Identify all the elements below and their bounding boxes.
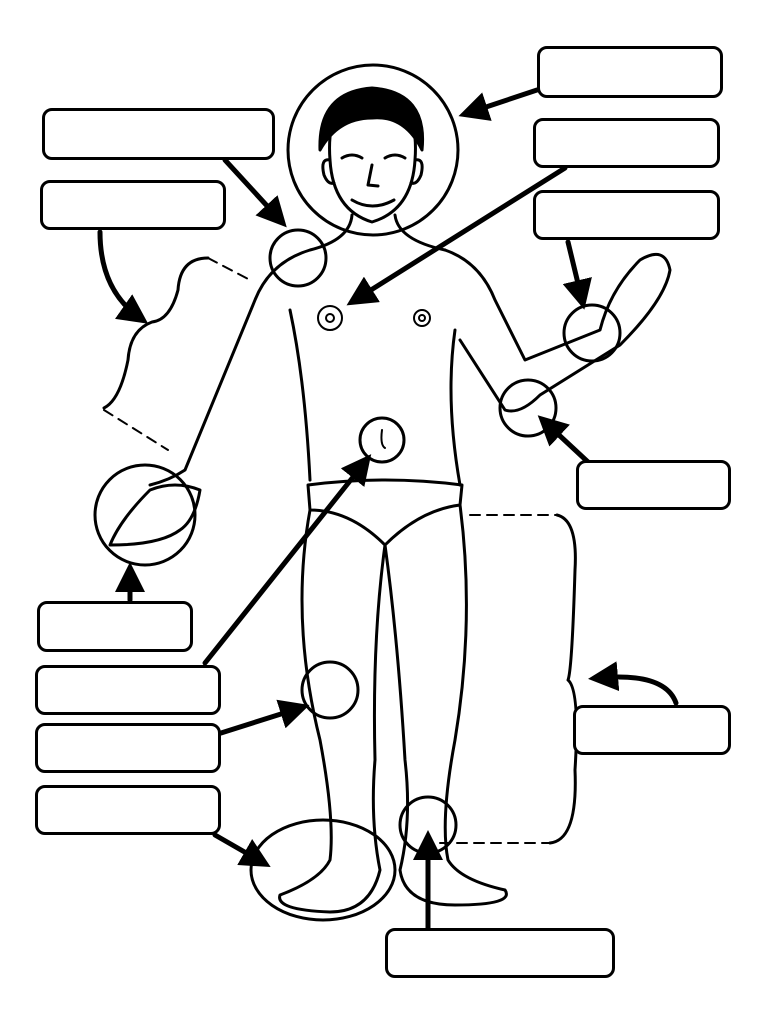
label-box-foot[interactable]: [35, 785, 221, 835]
label-box-leg[interactable]: [573, 705, 731, 755]
label-box-ankle[interactable]: [385, 928, 615, 978]
label-box-shoulder[interactable]: [42, 108, 275, 160]
arm-bracket: [102, 256, 210, 410]
elbow-circle: [498, 378, 558, 438]
hand-circle: [93, 463, 197, 567]
label-box-chest[interactable]: [533, 118, 720, 168]
head: [318, 86, 425, 224]
label-box-thigh[interactable]: [35, 723, 221, 773]
foot-circle: [249, 818, 397, 922]
arrows: [97, 87, 679, 931]
leg-bracket: [548, 513, 578, 845]
label-box-hand[interactable]: [37, 601, 193, 652]
navel-circle: [358, 416, 406, 464]
label-box-head[interactable]: [537, 46, 723, 98]
head-circle: [286, 63, 460, 237]
label-box-navel[interactable]: [35, 665, 221, 715]
shoulder-circle: [268, 228, 328, 288]
label-box-wrist[interactable]: [533, 190, 720, 240]
wrist-circle: [562, 303, 622, 363]
label-box-arm[interactable]: [40, 180, 226, 230]
label-box-elbow[interactable]: [576, 460, 731, 510]
thigh-circle: [300, 660, 360, 720]
